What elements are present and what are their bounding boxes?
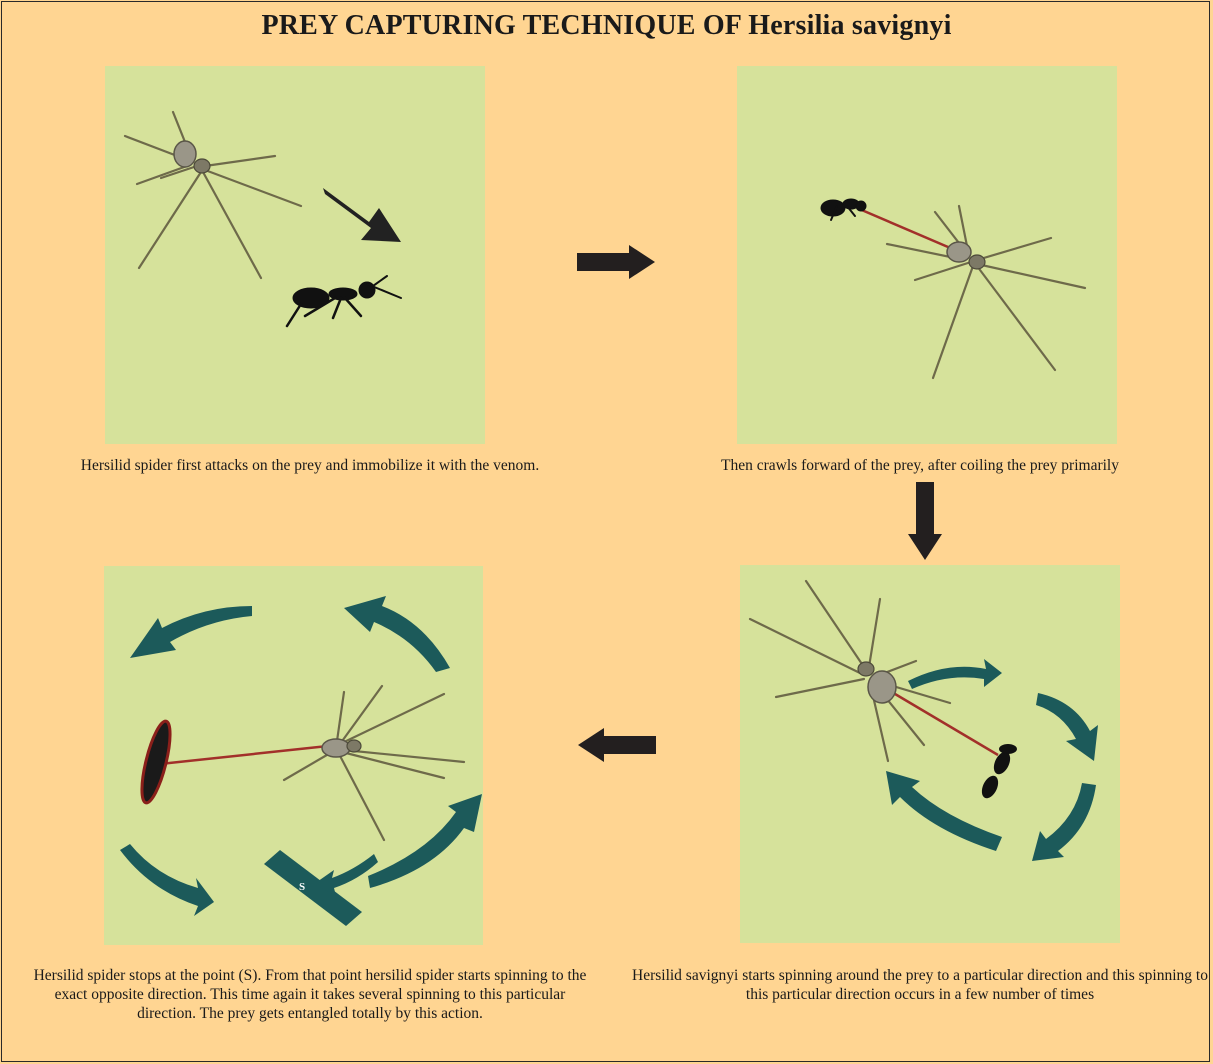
silk-thread [857,208,955,250]
ant-icon [979,744,1017,801]
spider-icon [284,686,464,840]
ant-icon [821,199,866,220]
spider-icon [125,112,301,278]
ant-icon [287,276,401,326]
spider-icon [887,206,1085,378]
panel-opposite-spinning: S [104,566,483,945]
flow-arrow-left-icon [576,728,656,767]
caption-spinning: Hersilid savignyi starts spinning around… [630,966,1210,1004]
panel-spinning [740,565,1120,943]
page-title: PREY CAPTURING TECHNIQUE OF Hersilia sav… [0,10,1213,42]
flow-arrow-down-icon [908,482,942,565]
caption-opposite-spinning: Hersilid spider stops at the point (S). … [30,966,590,1023]
caption-crawl: Then crawls forward of the prey, after c… [630,456,1210,475]
arrow-down-right-icon [323,188,401,242]
panel-attack [105,66,485,444]
point-s-marker: S [264,850,362,926]
spider-icon [750,581,950,761]
panel-crawl [737,66,1117,444]
spin-arrows-icon [886,659,1098,861]
flow-arrow-right-icon [577,245,657,284]
point-s-label: S [299,881,305,893]
caption-attack: Hersilid spider first attacks on the pre… [10,456,610,475]
silk-thread [160,746,328,764]
